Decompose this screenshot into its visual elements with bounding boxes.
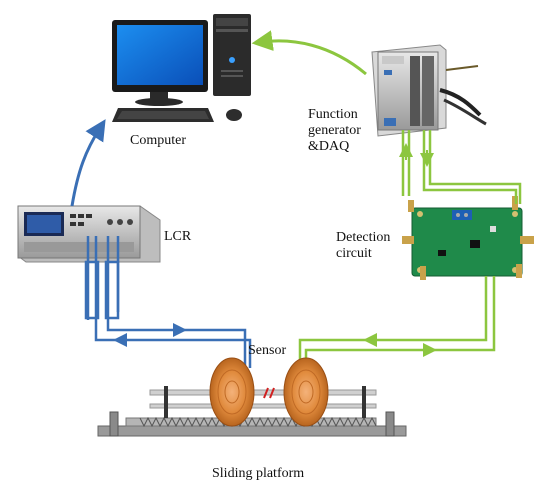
sensor-coil-right bbox=[283, 357, 329, 427]
wire-daq-to-detection bbox=[401, 130, 522, 204]
computer bbox=[112, 14, 251, 122]
wire-detection-to-sensor bbox=[298, 276, 496, 368]
label-lcr: LCR bbox=[164, 229, 192, 244]
detection-circuit-board bbox=[402, 196, 534, 280]
mouse bbox=[226, 109, 242, 121]
wire-lcr-to-computer bbox=[70, 119, 106, 207]
wire-daq-to-computer bbox=[251, 30, 367, 76]
lead-screw bbox=[139, 416, 377, 428]
label-function-generator: Function generator &DAQ bbox=[308, 107, 361, 154]
sensor-coil-left bbox=[209, 357, 255, 427]
function-generator-daq bbox=[371, 44, 487, 137]
monitor-screen bbox=[117, 25, 203, 85]
lcr-meter bbox=[17, 205, 161, 263]
label-sliding-platform: Sliding platform bbox=[212, 466, 305, 481]
label-detection-circuit: Detection circuit bbox=[336, 230, 391, 261]
label-sensor: Sensor bbox=[248, 343, 287, 358]
pc-tower bbox=[213, 14, 251, 96]
sensor-coils bbox=[209, 357, 329, 427]
sliding-platform bbox=[97, 386, 407, 437]
label-computer: Computer bbox=[130, 133, 186, 148]
